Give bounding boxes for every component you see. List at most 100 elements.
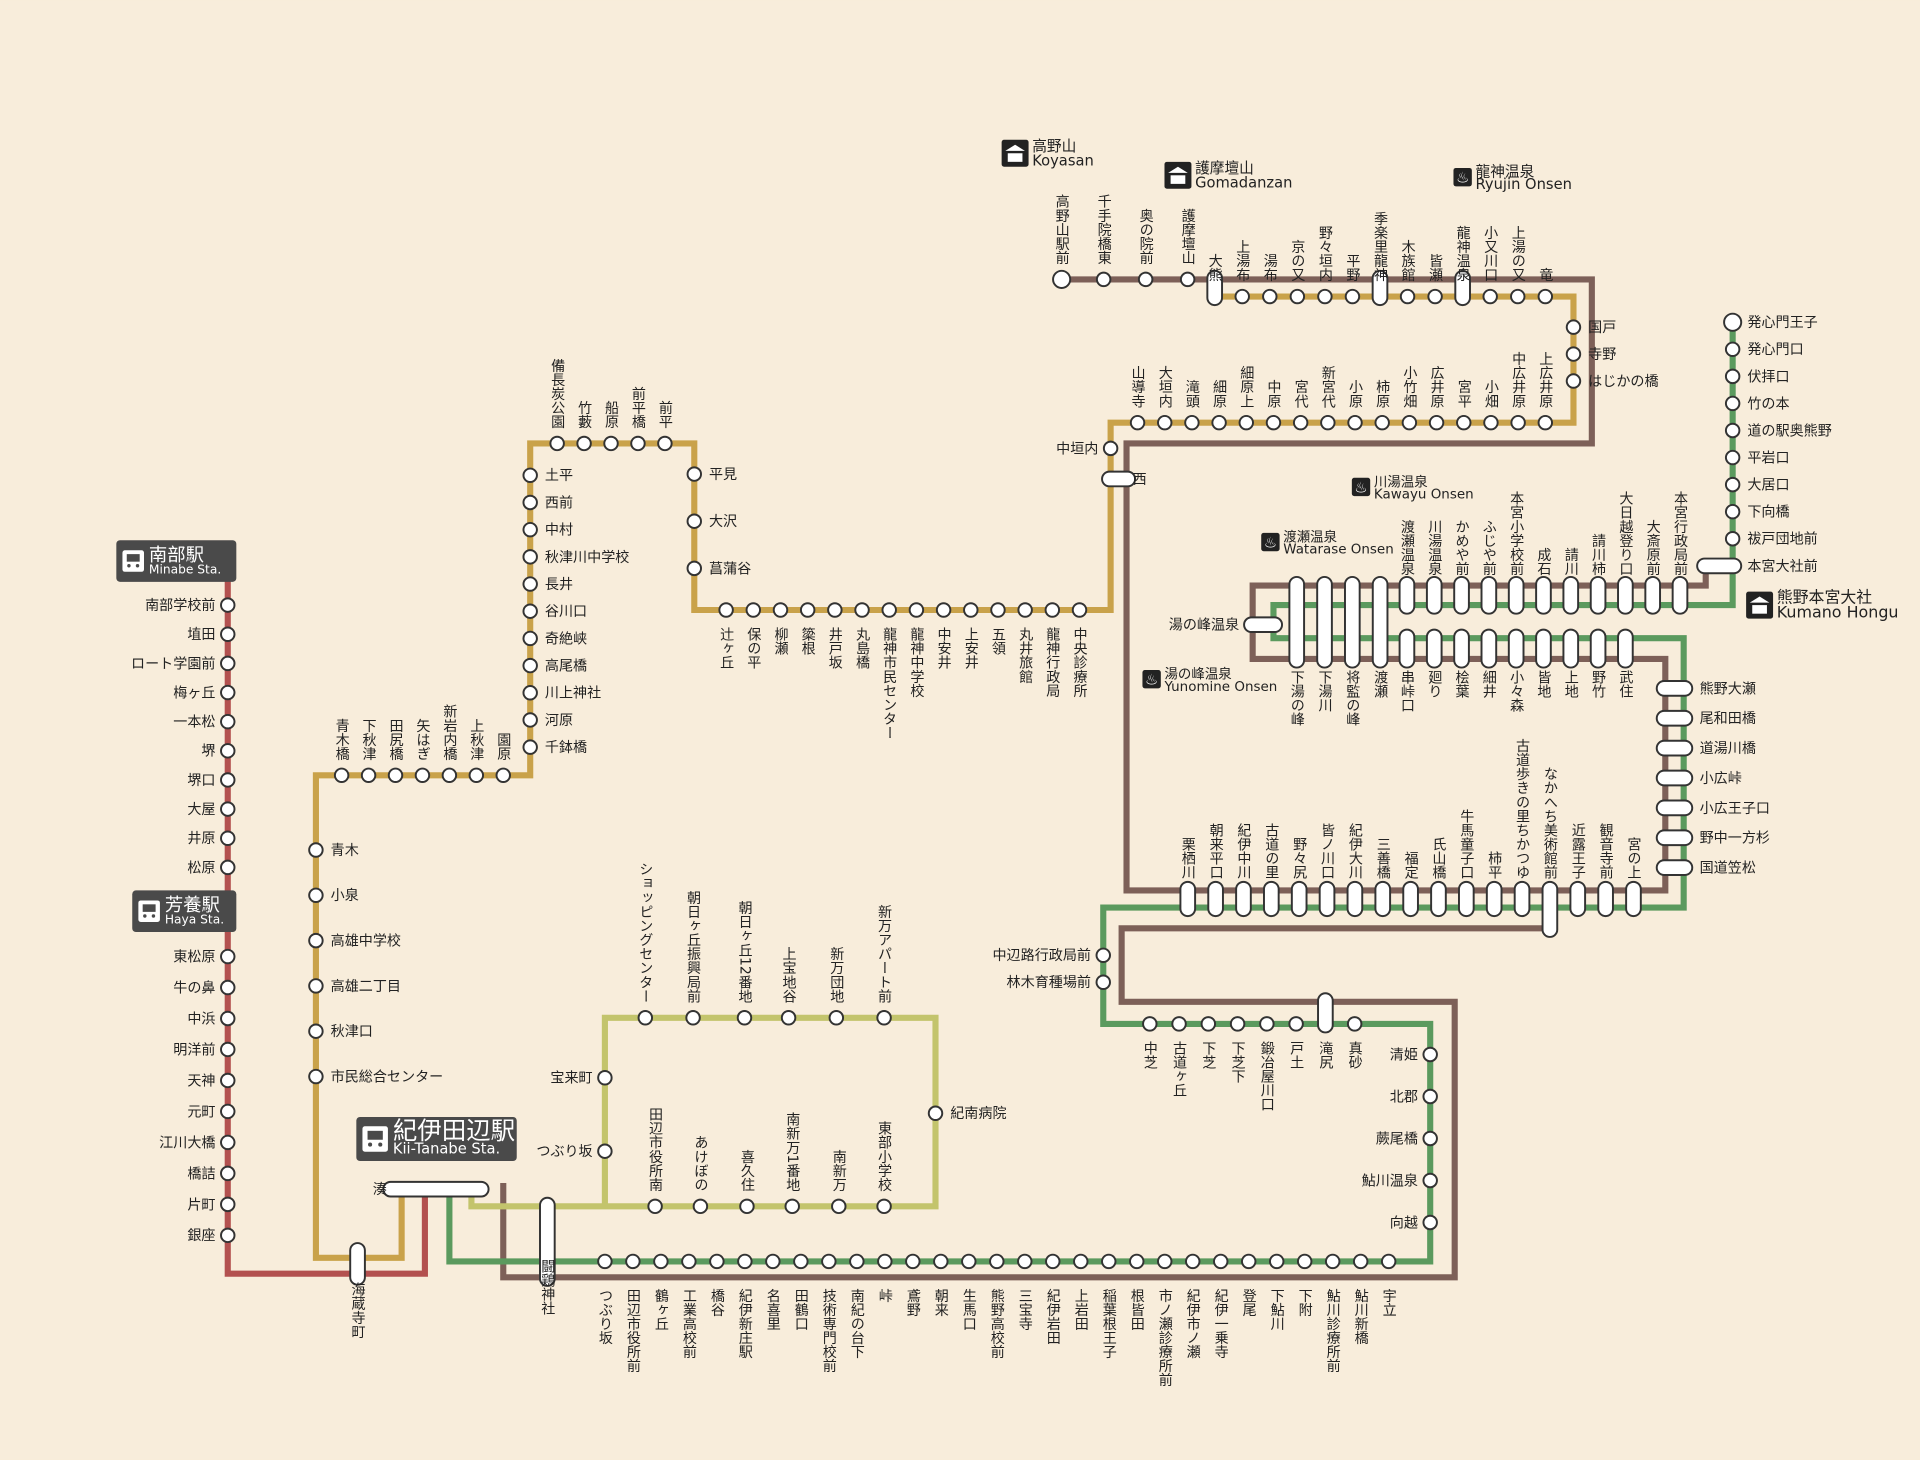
station-ryujin_mid[interactable]: 丸井旅館 [1017, 602, 1033, 684]
station-haya_line[interactable]: 橋詰 [187, 1165, 236, 1182]
station-nakahechi_bottom[interactable]: 技術専門校前 [821, 1253, 837, 1374]
station-marker[interactable] [220, 597, 236, 613]
station-akizu_row[interactable]: 新岩内橋 [441, 704, 457, 784]
station-marker[interactable] [597, 1143, 613, 1159]
station-nakahechi_bottom[interactable]: つぶり坂 [597, 1253, 613, 1345]
station-marker[interactable] [905, 1253, 921, 1270]
station-ryujin_lower[interactable]: 柿原 [1374, 379, 1390, 431]
station-nakahechi_bottom[interactable]: 下附 [1296, 1253, 1313, 1318]
station-akizu_vert[interactable]: 高尾橋 [522, 657, 587, 674]
station-maehira[interactable]: 備長炭公園 [549, 358, 565, 452]
station-marker[interactable] [1482, 288, 1498, 305]
station-marker[interactable] [220, 772, 236, 788]
station-marker[interactable] [220, 859, 236, 876]
station-akizu_vert[interactable]: 河原 [522, 712, 573, 729]
station-chikatsuyu_row[interactable]: 朝来平口 [1207, 823, 1224, 918]
station-marker[interactable] [220, 801, 236, 817]
station-marker[interactable] [1422, 1172, 1438, 1189]
station-hongu_upper[interactable]: 本宮行政局前 [1671, 491, 1689, 615]
station-haya_line[interactable]: 江川大橋 [159, 1134, 236, 1151]
station-marker[interactable] [387, 767, 404, 784]
station-marker[interactable] [597, 1253, 613, 1270]
station-minabe_line[interactable]: 井原 [187, 830, 236, 847]
station-marker[interactable] [1229, 1016, 1246, 1032]
station-hongu_upper[interactable]: 本宮小学校前 [1507, 491, 1525, 615]
station-ryujin_lower[interactable]: 中原 [1265, 380, 1282, 431]
station-marker[interactable] [1017, 602, 1033, 618]
station-hosshinmon[interactable]: 平岩口 [1724, 449, 1790, 466]
station-marker[interactable] [333, 767, 350, 784]
station-marker[interactable] [220, 1134, 236, 1151]
station-capsule-marker[interactable] [1485, 880, 1503, 918]
station-ryujin_upper[interactable]: 湯布 [1262, 253, 1278, 305]
station-marker[interactable] [220, 1227, 236, 1244]
station-marker[interactable] [1374, 414, 1390, 431]
station-minabe_line[interactable]: 堺口 [187, 772, 236, 789]
station-marker[interactable] [653, 1253, 669, 1270]
station-ryujin_lower[interactable]: 中広井原 [1510, 352, 1526, 431]
station-marker[interactable] [522, 467, 538, 484]
station-chikatsuyu_row[interactable]: 宮の上 [1625, 837, 1642, 918]
station-marker[interactable] [1289, 288, 1306, 305]
station-nakahechi_bottom[interactable]: 紀伊新庄駅 [737, 1253, 753, 1359]
station-marker[interactable] [963, 602, 979, 618]
station-maehira[interactable]: 前平 [657, 400, 673, 452]
station-minabe_line[interactable]: 埴田 [187, 626, 236, 643]
station-chikatsuyu_row[interactable]: 栗栖川 [1179, 837, 1197, 918]
station-marker[interactable] [1724, 341, 1741, 358]
station-marker[interactable] [1211, 414, 1227, 431]
station-marker[interactable] [522, 549, 538, 565]
station-ryujin_lower[interactable]: 宮代 [1292, 380, 1309, 431]
station-loop_bottom[interactable]: 喜久住 [739, 1149, 755, 1215]
station-marker[interactable] [1292, 414, 1309, 431]
station-hongu_lower[interactable]: 皆地 [1535, 628, 1552, 699]
station-haya_line[interactable]: 片町 [187, 1196, 236, 1213]
station-nakahechi_bottom[interactable]: 鮎川診療所前 [1325, 1253, 1341, 1374]
station-kumano_right[interactable]: 野中一方杉 [1655, 829, 1770, 847]
station-capsule-marker[interactable] [1617, 628, 1634, 669]
station-marker[interactable] [736, 1010, 753, 1026]
station-ryujin_mid[interactable]: 井戸坂 [827, 602, 843, 670]
station-capsule-marker[interactable] [1655, 799, 1694, 817]
station-hongu_lower[interactable]: 桧葉 [1453, 628, 1470, 699]
station-nakahechi_bottom[interactable]: 紀伊市ノ瀬 [1185, 1253, 1201, 1359]
station-nakahechi_bottom[interactable]: 田鶴口 [793, 1253, 809, 1331]
station-akizu_row[interactable]: 下秋津 [361, 718, 377, 784]
station-capsule-marker[interactable] [1671, 575, 1689, 615]
station-ryujin_mid[interactable]: 龍神市民センター [881, 602, 897, 740]
station-marker[interactable] [1296, 1253, 1313, 1270]
station-marker[interactable] [1565, 346, 1582, 362]
station-hongu_long[interactable]: 下湯の峰 [1288, 575, 1306, 727]
station-takijiri_row[interactable]: 滝尻 [1317, 992, 1334, 1070]
station-marker[interactable] [220, 948, 236, 965]
station-loop_top[interactable]: 新万アパート前 [876, 904, 892, 1026]
station-marker[interactable] [1422, 1088, 1438, 1105]
station-chikatsuyu_row[interactable]: 観音寺前 [1597, 822, 1614, 918]
station-takijiri_row[interactable]: 戸土 [1288, 1016, 1304, 1069]
station-marker[interactable] [522, 657, 538, 674]
station-marker[interactable] [1346, 1016, 1363, 1032]
station-capsule-marker[interactable] [1243, 616, 1284, 634]
station-marker[interactable] [1724, 531, 1741, 547]
station-nakahechi_admin[interactable]: 中辺路行政局前 [992, 947, 1111, 964]
station-capsule-marker[interactable] [1655, 859, 1694, 876]
station-nakahechi_bottom[interactable]: 下鮎川 [1269, 1253, 1285, 1331]
station-minato[interactable]: 湊 [373, 1180, 490, 1198]
station-marker[interactable] [220, 1196, 236, 1213]
station-marker[interactable] [685, 1010, 701, 1026]
station-marker[interactable] [686, 513, 702, 529]
station-nakahechi_bottom[interactable]: 鶴ヶ丘 [653, 1253, 669, 1331]
station-kumano_right[interactable]: 国道笠松 [1655, 859, 1756, 877]
station-capsule-marker[interactable] [1101, 470, 1137, 488]
station-marker[interactable] [1456, 414, 1472, 431]
station-marker[interactable] [1071, 602, 1088, 618]
station-marker[interactable] [1724, 503, 1741, 520]
station-capsule-marker[interactable] [1453, 575, 1470, 615]
station-marker[interactable] [1537, 288, 1554, 305]
station-marker[interactable] [1017, 1253, 1033, 1270]
station-capsule-marker[interactable] [1346, 880, 1364, 918]
station-hosshinmon[interactable]: 祓戸団地前 [1724, 531, 1818, 548]
station-nishi[interactable]: 西 [1101, 470, 1147, 488]
station-maehira[interactable]: 前平橋 [630, 386, 646, 452]
station-ayukawa[interactable]: 鮎川温泉 [1362, 1172, 1438, 1189]
